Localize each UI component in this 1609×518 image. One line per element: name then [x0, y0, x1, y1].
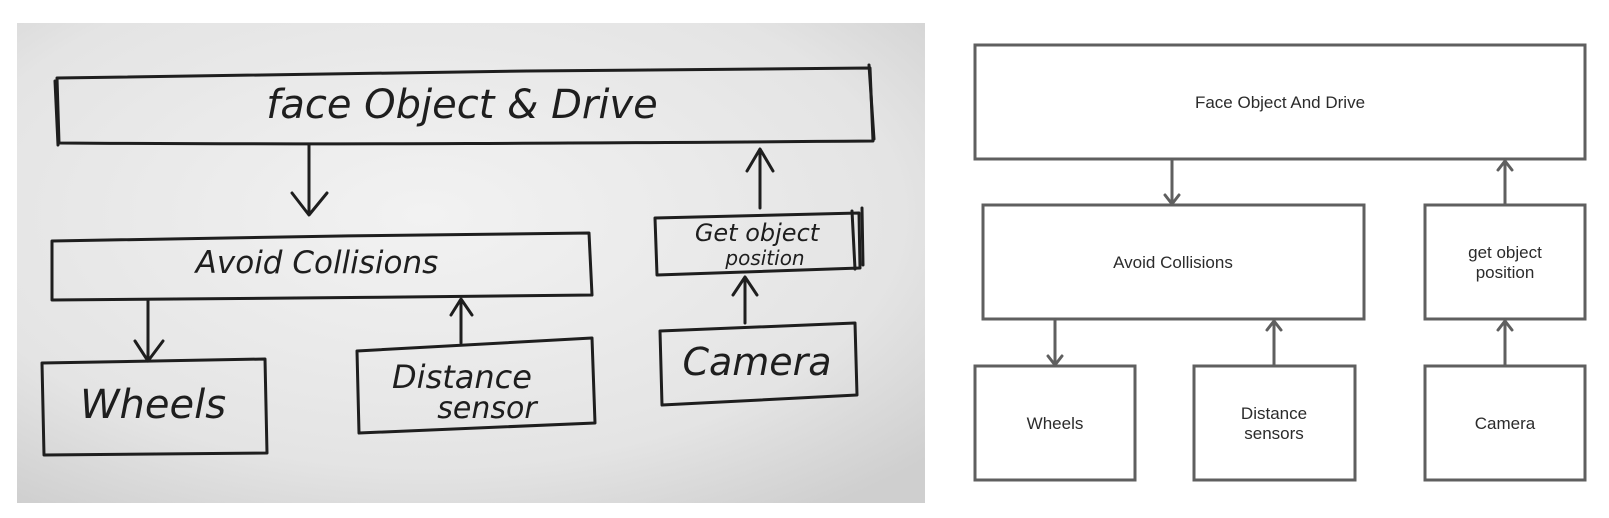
sketch-distance-label-line1: Distance: [392, 358, 532, 396]
arrow-distance-to-avoid: [1265, 319, 1283, 367]
top-box: Face Object And Drive: [973, 43, 1587, 161]
sketch-arrow-top-to-avoid: [290, 143, 329, 217]
sketch-wheels-box: Wheels: [40, 357, 269, 457]
distance-sensors-box: Distance sensors: [1192, 364, 1357, 482]
object-position-box: get object position: [1423, 203, 1587, 321]
wheels-box: Wheels: [973, 364, 1137, 482]
paper-background: [17, 23, 925, 503]
arrow-avoid-to-wheels: [1046, 318, 1064, 367]
avoid-collisions-label: Avoid Collisions: [1113, 253, 1233, 272]
sketch-arrow-camera-to-object: [731, 275, 759, 325]
sketch-camera-label: Camera: [682, 340, 831, 384]
sketch-object-box: Get object position: [653, 206, 865, 277]
sketch-top-box: face Object & Drive: [53, 63, 876, 147]
arrow-object-to-top: [1496, 159, 1514, 206]
sketch-wheels-label: Wheels: [80, 382, 226, 428]
camera-box: Camera: [1423, 364, 1587, 482]
top-box-label: Face Object And Drive: [1195, 93, 1365, 112]
avoid-collisions-box: Avoid Collisions: [981, 203, 1366, 321]
sketch-avoid-label: Avoid Collisions: [194, 245, 439, 281]
object-position-label-line1: get object: [1468, 243, 1542, 262]
wheels-label: Wheels: [1027, 414, 1084, 433]
sketch-distance-box: Distance sensor: [355, 336, 597, 435]
sketch-distance-label-line2: sensor: [437, 391, 538, 426]
sketch-arrow-distance-to-avoid: [449, 297, 474, 345]
hand-drawn-sketch-photo: face Object & Drive Avoid Collisions Get…: [17, 23, 925, 503]
sketch-object-label-line1: Get object: [695, 219, 821, 247]
sketch-top-label: face Object & Drive: [266, 82, 657, 128]
sketch-object-label-line2: position: [724, 246, 804, 270]
distance-sensors-label-line1: Distance: [1241, 404, 1307, 423]
sketch-camera-box: Camera: [658, 321, 859, 407]
distance-sensors-label-line2: sensors: [1244, 424, 1304, 443]
object-position-label-line2: position: [1476, 263, 1535, 282]
camera-label: Camera: [1475, 414, 1536, 433]
arrow-camera-to-object: [1496, 319, 1514, 367]
sketch-arrow-object-to-top: [745, 147, 775, 210]
sketch-avoid-box: Avoid Collisions: [50, 231, 594, 302]
arrow-top-to-avoid: [1163, 158, 1181, 206]
